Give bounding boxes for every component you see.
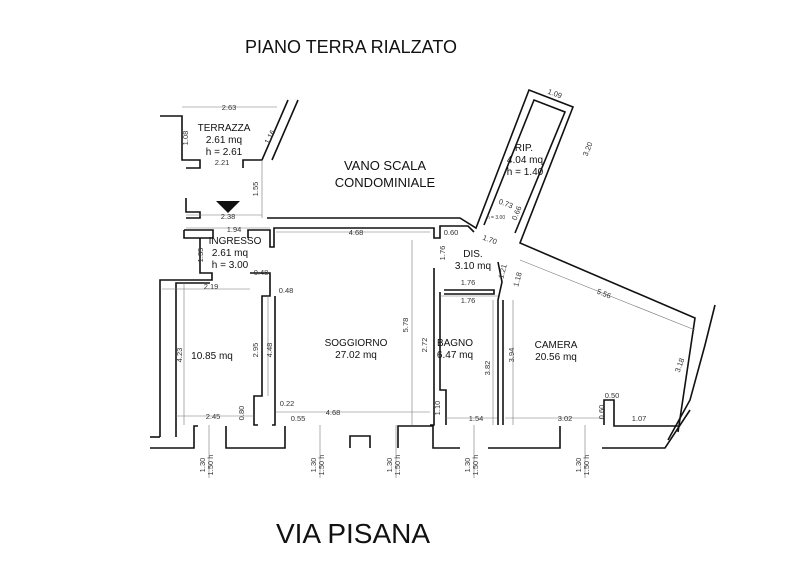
window-dimension: 1.30 (385, 458, 394, 473)
stairwell-line2: CONDOMINIALE (335, 175, 436, 190)
dimension-label: 1.10 (433, 401, 442, 416)
room-name: CAMERA (535, 340, 578, 351)
street-name: VIA PISANA (276, 518, 430, 549)
dimension-label: 2.95 (251, 343, 260, 358)
entrance-arrow-icon (216, 201, 240, 213)
stairwell-label: VANO SCALA CONDOMINIALE (335, 158, 436, 190)
dimension-label: 1.07 (632, 414, 647, 423)
small-height-note: h = 3.00 (487, 215, 505, 221)
dimension-label: 2.19 (204, 282, 219, 291)
dimension-label: 2.21 (215, 158, 230, 167)
dimension-label: 1.18 (511, 271, 523, 287)
dimension-label: 1.55 (251, 182, 260, 197)
dimension-label: 0.73 (497, 197, 514, 210)
dimension-label: 3.02 (558, 414, 573, 423)
dimension-label: 1.70 (481, 233, 498, 246)
dimension-label: 5.56 (595, 287, 612, 301)
dimension-label: 2.38 (221, 212, 236, 221)
room-bagno: BAGNO 6.47 mq (437, 338, 473, 361)
dimension-label: 1.35 (196, 248, 205, 263)
room-soggiorno: SOGGIORNO 27.02 mq (325, 338, 388, 361)
room-1-area: 10.85 mq (191, 351, 233, 362)
room-camera: CAMERA 20.56 mq (535, 340, 578, 363)
dimension-label: 3.18 (673, 357, 686, 374)
dimension-label: 2.63 (222, 103, 237, 112)
room-name: INGRESSO (209, 236, 262, 247)
dimension-label: 1.08 (181, 131, 190, 146)
room-name: BAGNO (437, 338, 473, 349)
room-name: SOGGIORNO (325, 338, 388, 349)
window-dimension: 1.50 h (471, 455, 480, 476)
dimension-label: 0.55 (291, 414, 306, 423)
dimension-lines (162, 106, 696, 425)
window-dimension: 1.30 (463, 458, 472, 473)
window-dimension: 1.30 (574, 458, 583, 473)
window-dimension: 1.50 h (393, 455, 402, 476)
dimension-label: 4.48 (265, 343, 274, 358)
dimension-label: 1.94 (227, 225, 242, 234)
room-area: 27.02 mq (335, 350, 377, 361)
dimension-label: 2.72 (420, 338, 429, 353)
dimension-label: 0.22 (280, 399, 295, 408)
room-name: RIP. (515, 143, 533, 154)
window-dimension: 1.30 (309, 458, 318, 473)
window-dimension: 1.50 h (582, 455, 591, 476)
dimension-label: 1.76 (438, 246, 447, 261)
room-dis: DIS. 3.10 mq (455, 249, 491, 272)
dimension-label: 0.48 (279, 286, 294, 295)
room-height: h = 3.00 (212, 260, 249, 271)
dimension-label: 0.50 (605, 391, 620, 400)
room-name: DIS. (463, 249, 482, 260)
dimension-label: 4.68 (349, 228, 364, 237)
dimension-label: 0.60 (597, 405, 606, 420)
room-rip: RIP. 4.04 mq h = 1.40 h = 3.00 (487, 143, 544, 221)
room-ingresso: INGRESSO 2.61 mq h = 3.00 (209, 236, 262, 271)
dimension-label: 2.45 (206, 412, 221, 421)
dimension-label: 1.21 (496, 263, 508, 279)
dimension-label: 0.80 (237, 406, 246, 421)
window-dimension: 1.30 (198, 458, 207, 473)
room-area: 20.56 mq (535, 352, 577, 363)
room-height: h = 2.61 (206, 147, 243, 158)
dimension-label: 1.76 (461, 296, 476, 305)
walls (150, 88, 716, 449)
plan-title: PIANO TERRA RIALZATO (245, 37, 457, 57)
dimension-label: 4.68 (326, 408, 341, 417)
dimension-label: 1.76 (461, 278, 476, 287)
dimension-label: 4.23 (175, 348, 184, 363)
room-area: 3.10 mq (455, 261, 491, 272)
room-area: 2.61 mq (206, 135, 242, 146)
dimension-label: 5.78 (401, 318, 410, 333)
dimension-label: 0.60 (444, 228, 459, 237)
dimension-label: 0.48 (254, 268, 269, 277)
dimension-label: 3.82 (483, 361, 492, 376)
room-terrazza: TERRAZZA 2.61 mq h = 2.61 (198, 123, 251, 158)
window-dimension: 1.50 h (206, 455, 215, 476)
window-dimension: 1.50 h (317, 455, 326, 476)
stairwell-line1: VANO SCALA (344, 158, 426, 173)
room-area: 4.04 mq (507, 155, 543, 166)
dimension-label: 3.94 (507, 348, 516, 363)
dimension-label: 3.20 (581, 141, 595, 158)
room-height: h = 1.40 (507, 167, 544, 178)
room-area: 6.47 mq (437, 350, 473, 361)
room-area: 2.61 mq (212, 248, 248, 259)
dimension-label: 1.54 (469, 414, 484, 423)
room-name: TERRAZZA (198, 123, 251, 134)
